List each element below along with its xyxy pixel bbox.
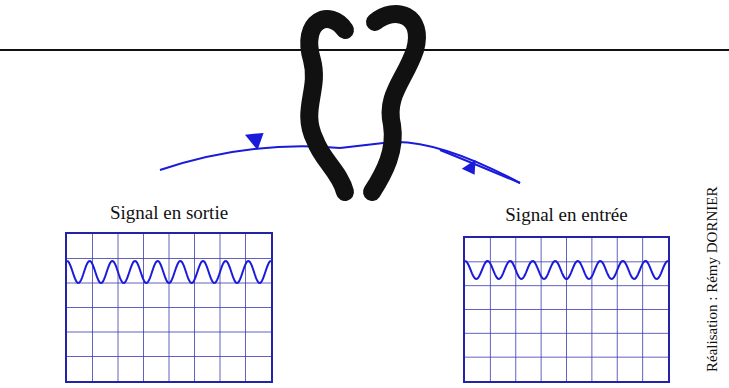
grid-line: [465, 333, 668, 334]
screen-grid: [67, 234, 271, 381]
screen-box: [463, 236, 670, 383]
grid-line: [67, 332, 271, 333]
channel-protein-right: [372, 14, 417, 192]
grid-line: [67, 356, 271, 357]
oscilloscope-screen: Signal en sortie: [65, 202, 273, 383]
grid-line: [67, 307, 271, 308]
grid-line: [465, 261, 668, 262]
signal-path: [440, 150, 520, 183]
screen-box: [65, 232, 273, 383]
grid-line: [465, 285, 668, 286]
signal-wave: [67, 261, 271, 283]
screen-heading: Signal en sortie: [65, 202, 273, 224]
membrane-line: [0, 49, 729, 51]
signal-path-in: [340, 142, 520, 183]
screen-heading: Signal en entrée: [463, 204, 670, 226]
grid-line: [67, 258, 271, 259]
watermark: Réalisation : Rémy DORNIER: [704, 187, 721, 372]
arrow-head: [243, 130, 264, 151]
channel-protein-left: [309, 19, 345, 192]
grid-line: [465, 309, 668, 310]
signal-wave: [465, 261, 668, 279]
oscilloscope-screen: Signal en entrée: [463, 204, 670, 383]
grid-line: [465, 357, 668, 358]
screen-grid: [465, 238, 668, 381]
arrow-head: [460, 160, 480, 179]
